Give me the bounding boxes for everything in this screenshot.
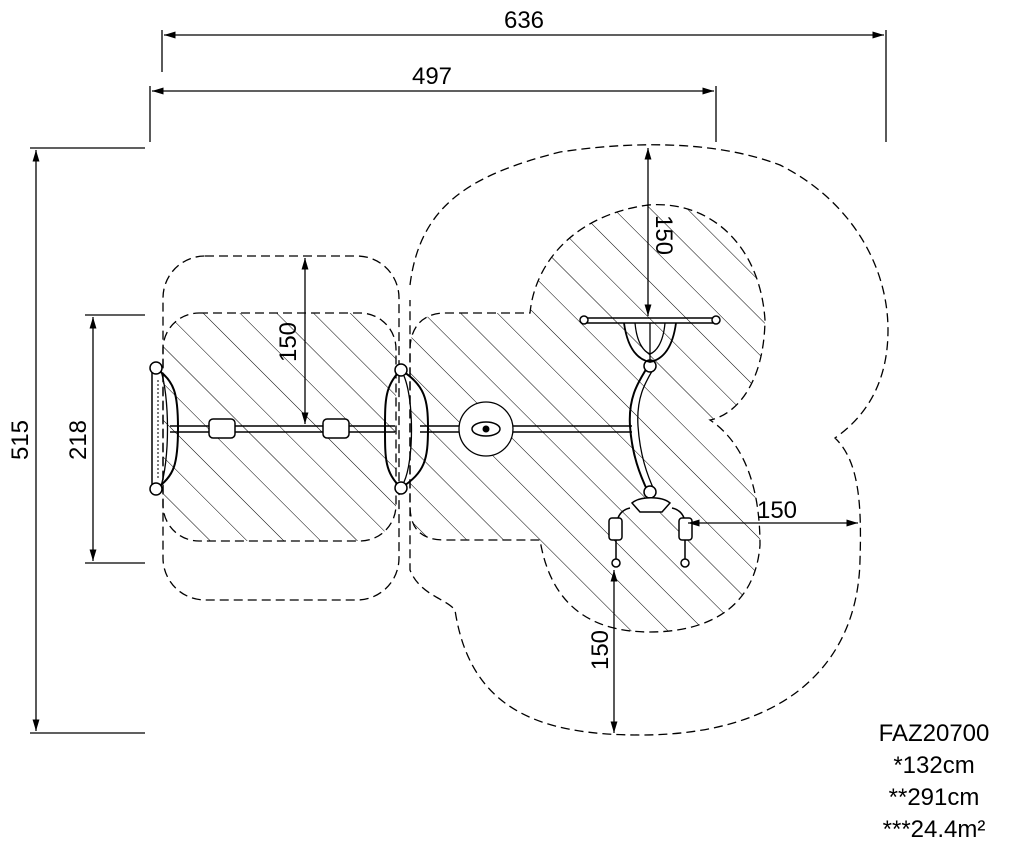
clearance-outlines xyxy=(162,144,889,736)
product-area: ***24.4m² xyxy=(882,816,986,843)
fall-zones xyxy=(162,204,766,633)
swing-frame-left xyxy=(149,361,180,496)
top-bar-assembly xyxy=(579,315,721,363)
dim-clearance-right: 150 xyxy=(757,497,797,524)
dim-overall-height: 515 xyxy=(7,420,34,460)
swing-seat-1 xyxy=(208,418,236,439)
clearance-zone-left xyxy=(162,255,400,601)
nest-swing xyxy=(458,401,514,457)
product-height-2: **291cm xyxy=(888,784,980,811)
swing-frame-middle xyxy=(384,363,430,495)
product-height-1: *132cm xyxy=(893,752,975,779)
clearance-zone-right xyxy=(409,144,889,736)
fall-zone-left xyxy=(162,312,397,542)
equipment xyxy=(149,315,721,568)
dim-clearance-left: 150 xyxy=(275,322,302,362)
product-info: FAZ20700 *132cm **291cm ***24.4m² xyxy=(854,718,1014,846)
fall-zone-right xyxy=(409,204,766,633)
swing-seat-2 xyxy=(322,418,350,439)
bottom-seat-assembly xyxy=(608,497,693,568)
product-model: FAZ20700 xyxy=(878,720,990,747)
dim-inner-height: 218 xyxy=(65,420,92,460)
dim-overall-width: 636 xyxy=(504,7,544,34)
dim-clearance-bottom: 150 xyxy=(587,630,614,670)
swing-frame-right xyxy=(628,359,657,499)
dim-clearance-top: 150 xyxy=(650,215,677,255)
dimension-lines xyxy=(30,30,887,734)
dim-inner-width: 497 xyxy=(412,63,452,90)
